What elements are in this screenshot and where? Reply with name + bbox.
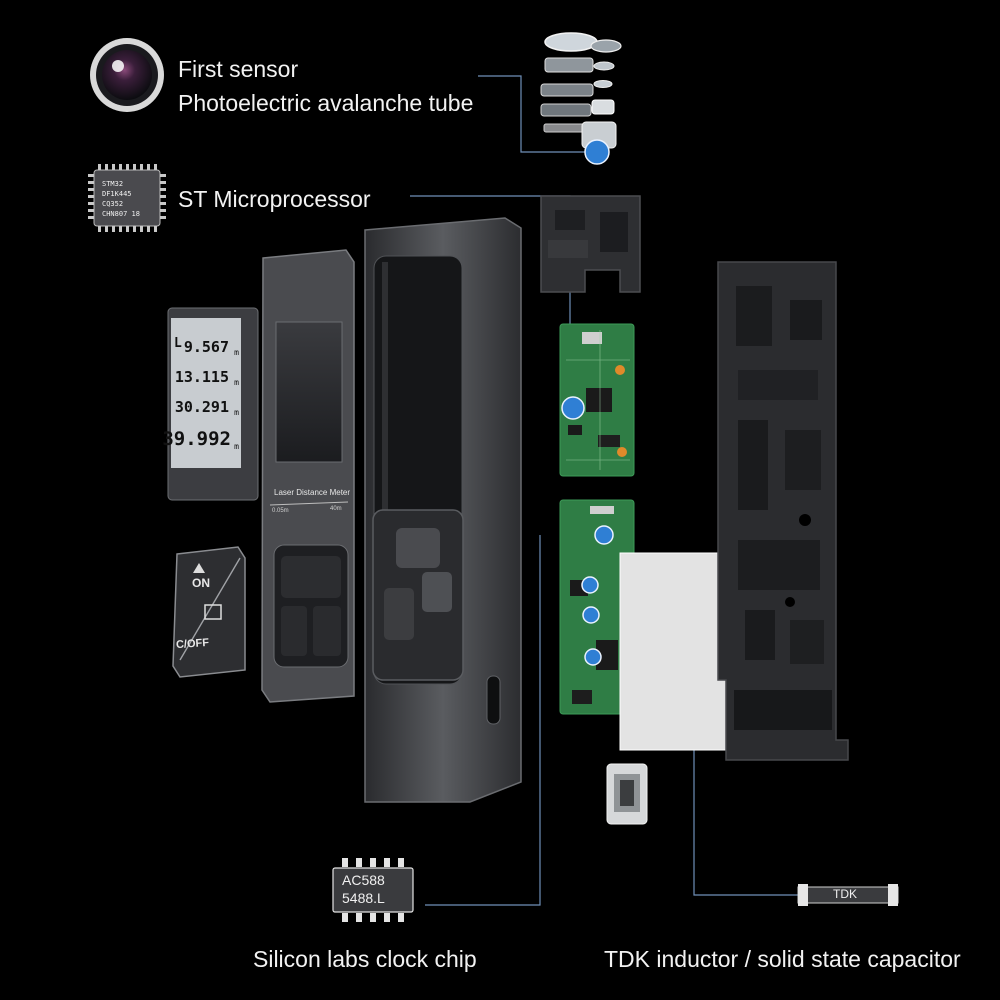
lcd-unit: m	[234, 348, 239, 357]
lcd-reading: 9.567	[183, 338, 229, 356]
panel-title: Laser Distance Meter	[274, 488, 351, 497]
tdk-label: TDK inductor / solid state capacitor	[604, 946, 961, 972]
sensor-stack	[540, 32, 622, 165]
microchip-icon: STM32 DF1K445 CQ352 CHN807 18	[88, 164, 166, 232]
lcd-reading: 39.992	[162, 428, 231, 450]
inductor-icon	[797, 884, 899, 906]
lcd-mode-indicator: L	[174, 336, 182, 351]
inner-frame	[717, 261, 849, 761]
keypad-module	[172, 546, 246, 678]
lcd-module	[167, 307, 259, 501]
lcd-screen: L 9.567 13.115 30.291 39.992 m m m m	[162, 318, 241, 468]
outer-housing	[364, 217, 522, 803]
lcd-reading: 13.115	[174, 368, 229, 386]
lcd-reading: 30.291	[174, 398, 229, 416]
chip-line: CHN807 18	[102, 210, 140, 218]
main-pcb	[559, 323, 635, 477]
sensor-bracket	[540, 195, 641, 293]
st-microprocessor-label: ST Microprocessor	[178, 186, 371, 212]
on-label: ON	[192, 576, 210, 590]
lcd-unit: m	[234, 442, 239, 451]
first-sensor-label: First sensor	[178, 56, 299, 82]
chip-line: CQ352	[102, 200, 123, 208]
lcd-unit: m	[234, 408, 239, 417]
front-panel	[261, 249, 355, 703]
up-arrow-icon	[193, 563, 205, 573]
chip-line: DF1K445	[102, 190, 132, 198]
chip-line: STM32	[102, 180, 123, 188]
off-label: C/OFF	[175, 636, 210, 652]
clock-chip-line: AC588	[342, 872, 385, 888]
lens-icon	[90, 38, 164, 112]
clock-chip-icon	[332, 858, 414, 922]
battery-block	[619, 552, 728, 751]
range-max: 40m	[330, 506, 342, 512]
inductor-marking: TDK	[833, 887, 857, 901]
usb-connector	[606, 763, 648, 825]
lcd-unit: m	[234, 378, 239, 387]
clock-chip-line: 5488.L	[342, 890, 385, 906]
clock-chip-label: Silicon labs clock chip	[253, 946, 477, 972]
photoelectric-tube-label: Photoelectric avalanche tube	[178, 90, 474, 116]
measure-mode-icon	[204, 604, 222, 620]
range-min: 0.05m	[272, 508, 289, 514]
power-pcb	[559, 499, 635, 715]
